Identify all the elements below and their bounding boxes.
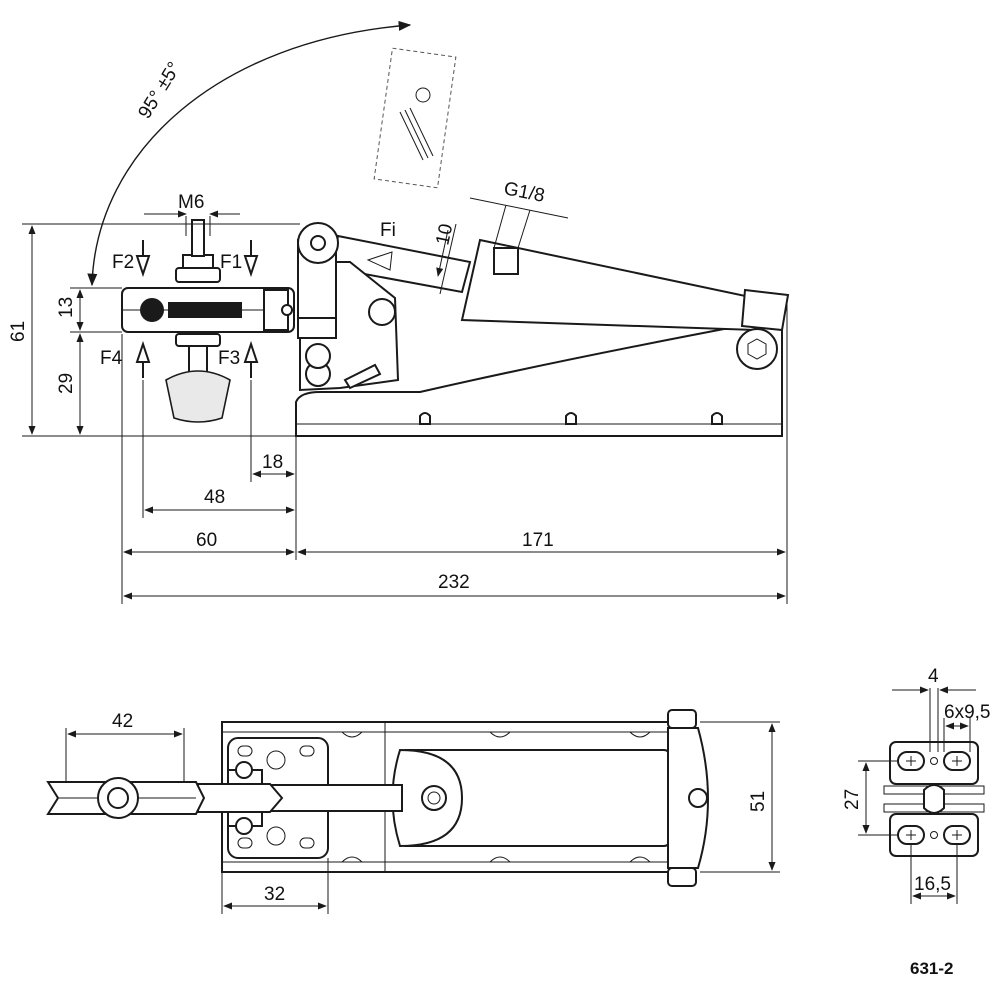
side-view: 95° ±5° Fi xyxy=(8,20,790,604)
base-pin xyxy=(565,412,577,425)
swing-angle-arc xyxy=(87,20,412,287)
top-rod xyxy=(261,784,403,812)
thread-label: M6 xyxy=(178,192,204,213)
port-label: G1/8 xyxy=(502,178,546,206)
dim-27: 27 xyxy=(842,789,863,810)
brand-plate xyxy=(168,302,242,318)
force-inner-label: Fi xyxy=(380,220,396,241)
force-inner-arrow-icon xyxy=(366,251,393,271)
spindle-nut xyxy=(175,267,221,283)
mount-view: 4 6x9,5 27 16,5 xyxy=(842,666,990,904)
base-pin xyxy=(419,412,431,425)
dim-61: 61 xyxy=(8,321,29,342)
dim-18: 18 xyxy=(262,452,283,473)
dim-16-5: 16,5 xyxy=(914,874,951,895)
force-f4-arrow-icon xyxy=(135,340,151,378)
swung-arm-outline xyxy=(373,47,457,189)
part-number: 631-2 xyxy=(910,959,953,978)
spindle-pad xyxy=(165,370,231,423)
dim-6x9-5: 6x9,5 xyxy=(944,702,990,723)
air-port xyxy=(493,247,519,275)
cylinder-end-cap xyxy=(740,288,790,332)
force-f4-label: F4 xyxy=(100,348,123,369)
base-plate xyxy=(295,324,783,437)
force-f3-arrow-icon xyxy=(243,340,259,378)
force-f1-label: F1 xyxy=(220,252,242,273)
force-f1-arrow-icon xyxy=(243,240,259,278)
force-f2-label: F2 xyxy=(112,252,134,273)
top-port-icon xyxy=(421,785,447,811)
dim-51: 51 xyxy=(748,791,769,812)
top-view: 42 51 32 xyxy=(46,709,780,914)
dim-232: 232 xyxy=(438,572,470,593)
arm-logo-icon xyxy=(415,87,431,103)
dim-29: 29 xyxy=(56,373,77,394)
pivot-bolt-icon xyxy=(736,328,778,370)
dim-13: 13 xyxy=(56,297,77,318)
dim-32: 32 xyxy=(264,884,285,905)
dim-4: 4 xyxy=(928,666,939,687)
dim-60: 60 xyxy=(196,530,217,551)
base-pin xyxy=(711,412,723,425)
brand-logo-icon xyxy=(140,298,164,322)
dim-171: 171 xyxy=(522,530,554,551)
dim-48: 48 xyxy=(204,487,225,508)
dim-10: 10 xyxy=(432,222,457,247)
force-f3-label: F3 xyxy=(218,348,240,369)
dim-42: 42 xyxy=(112,711,133,732)
force-f2-arrow-icon xyxy=(135,240,151,278)
